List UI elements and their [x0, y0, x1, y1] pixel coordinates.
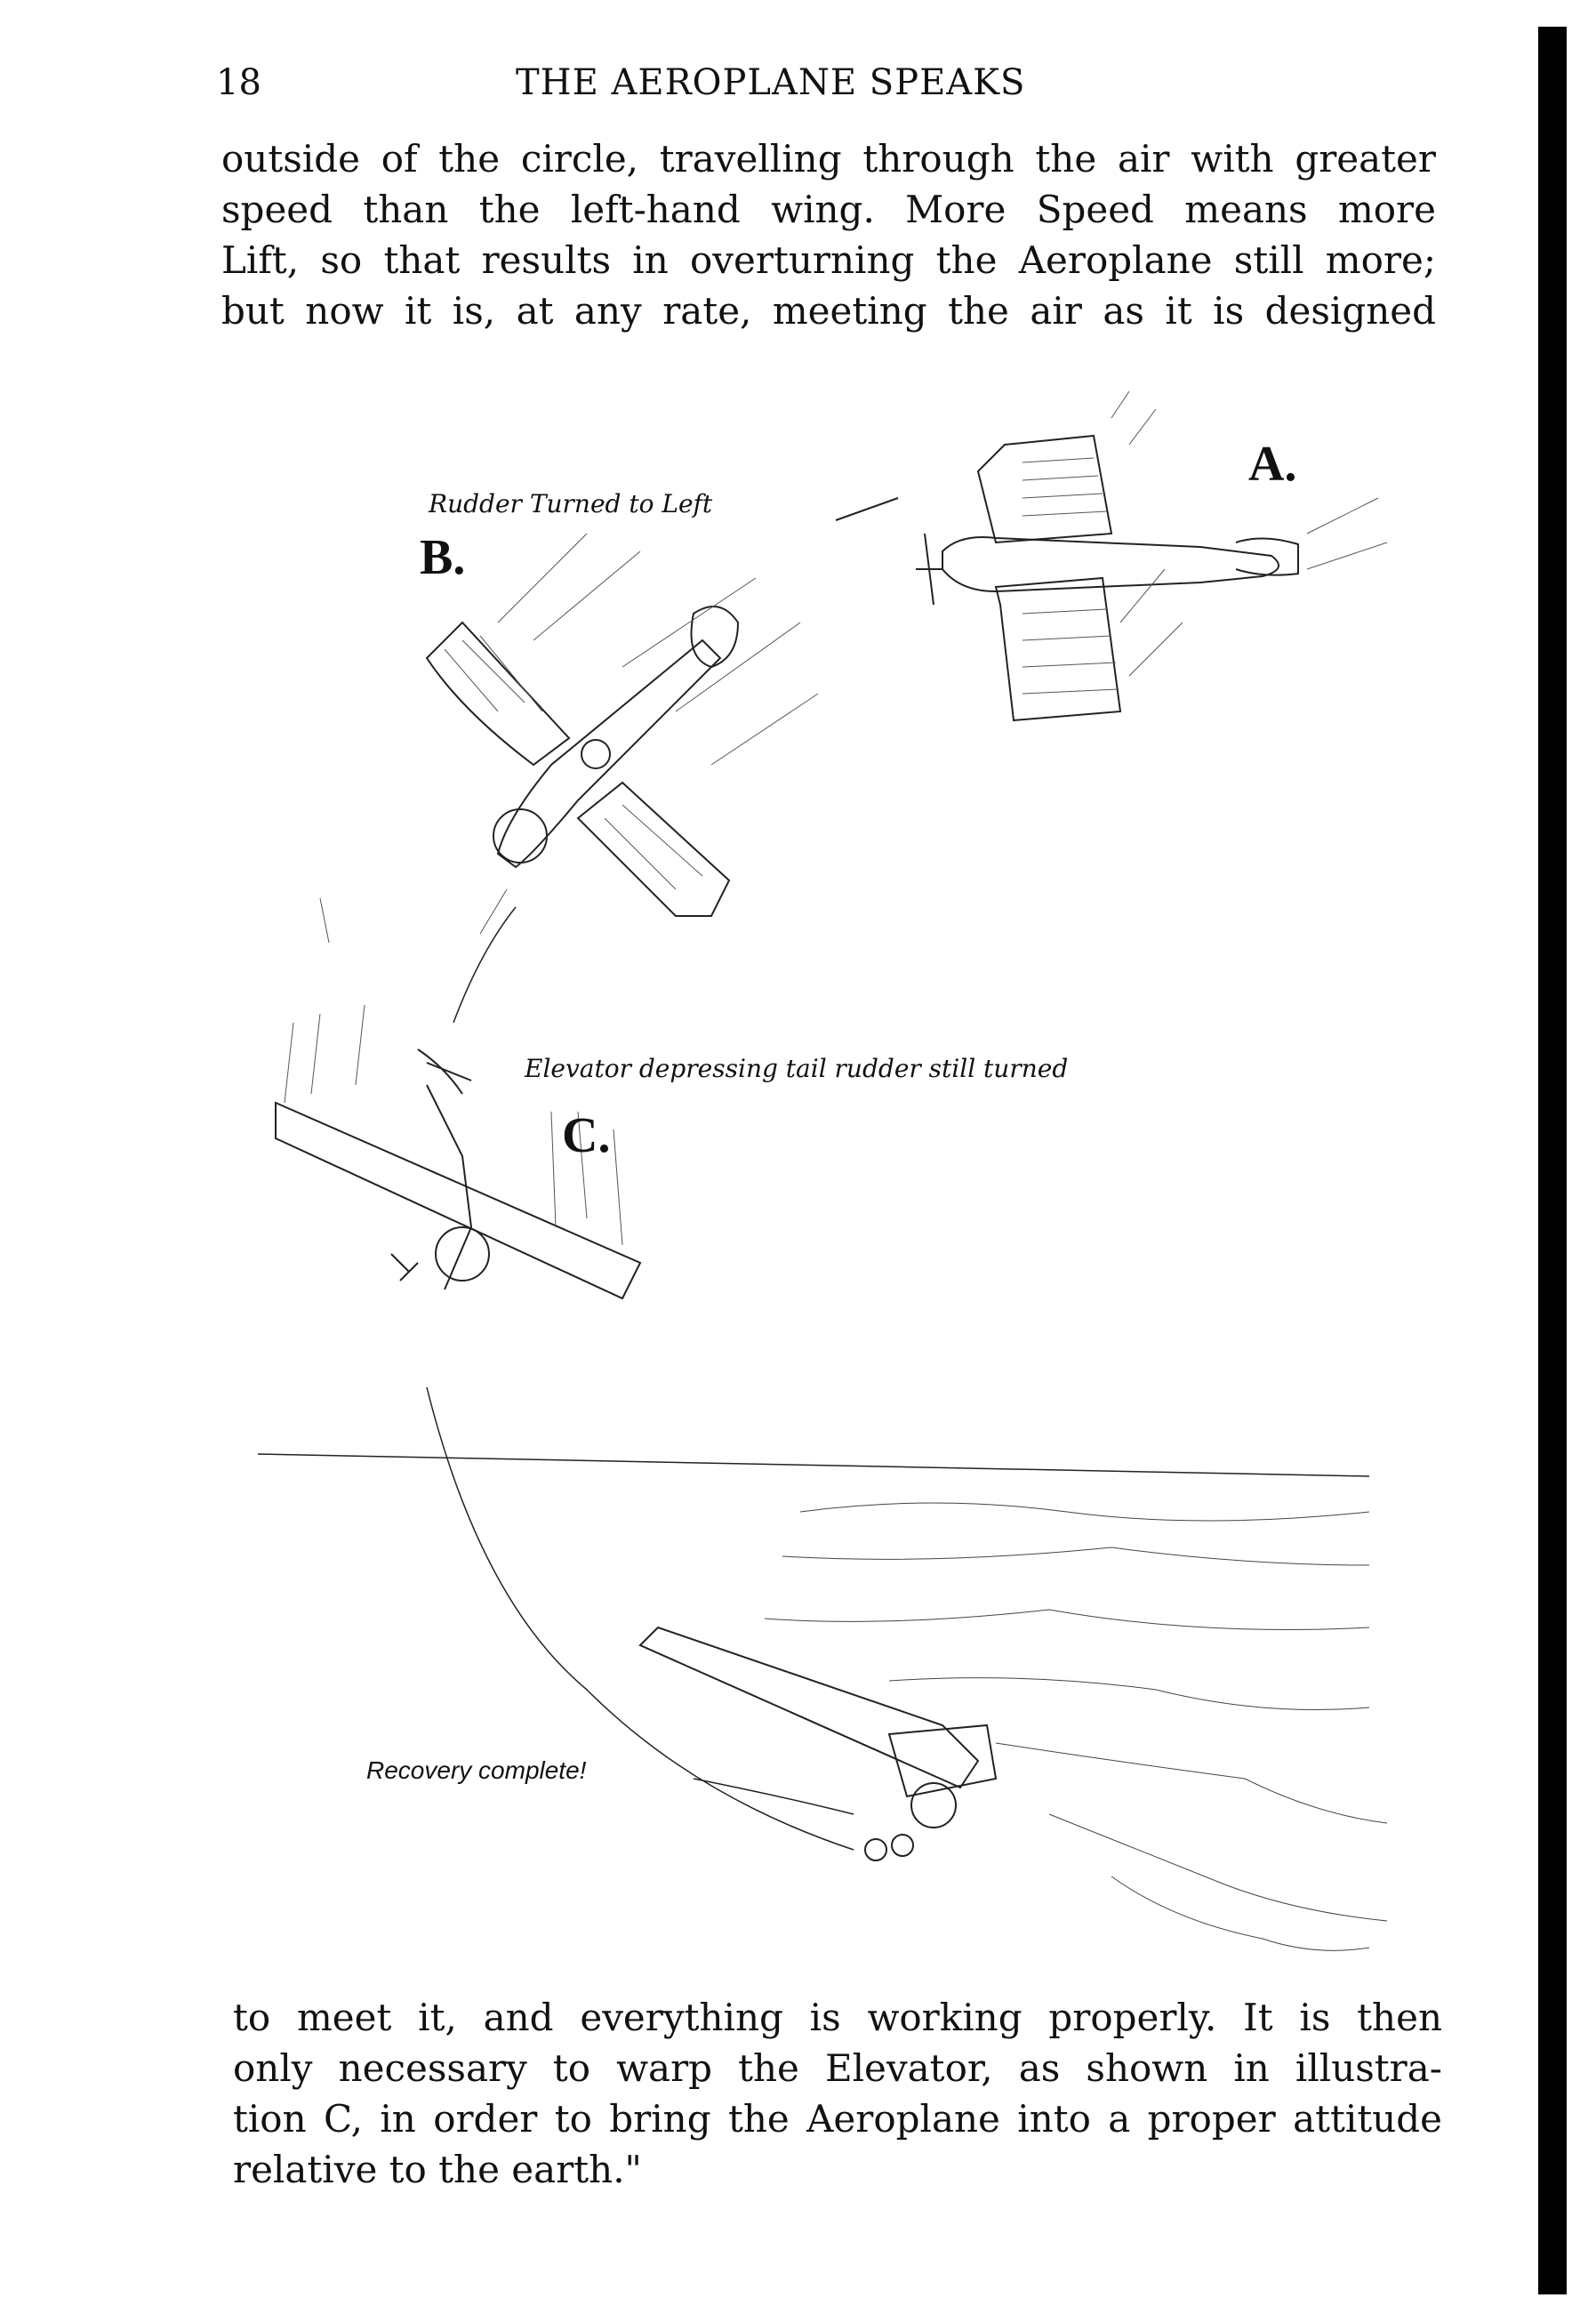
page-number: 18	[216, 62, 261, 103]
label-b: B.	[420, 530, 466, 585]
label-c: C.	[562, 1108, 611, 1163]
text-line: relative to the earth."	[233, 2148, 642, 2191]
caption-elevator-depressing: Elevator depressing tail rudder still tu…	[525, 1054, 1069, 1083]
text-line: to meet it, and everything is working pr…	[233, 1996, 1442, 2039]
running-title: THE AEROPLANE SPEAKS	[516, 62, 1026, 103]
text-line: only necessary to warp the Elevator, as …	[233, 2046, 1442, 2090]
aeroplane-b-drawing	[319, 533, 819, 944]
aeroplane-c-drawing	[275, 1004, 642, 1300]
aeroplane-a-drawing	[916, 390, 1388, 722]
caption-rudder-turned-left: Rudder Turned to Left	[429, 489, 713, 518]
paragraph-bottom: to meet it, and everything is working pr…	[233, 1992, 1442, 2195]
text-line: but now it is, at any rate, meeting the …	[221, 289, 1436, 333]
paragraph-top: outside of the circle, travelling throug…	[221, 133, 1436, 336]
caption-recovery-complete: Recovery complete!	[366, 1756, 587, 1784]
text-line: Lift, so that results in overturning the…	[221, 238, 1436, 282]
landscape-drawing	[257, 1386, 1388, 1951]
text-line: speed than the left-hand wing. More Spee…	[221, 188, 1436, 231]
scan-edge-shadow	[1538, 27, 1567, 2294]
aeroplane-recovery-drawing	[638, 1626, 998, 1861]
text-line: tion C, in order to bring the Aeroplane …	[233, 2097, 1442, 2141]
text-line: outside of the circle, travelling throug…	[221, 137, 1436, 181]
label-a: A.	[1248, 437, 1297, 492]
